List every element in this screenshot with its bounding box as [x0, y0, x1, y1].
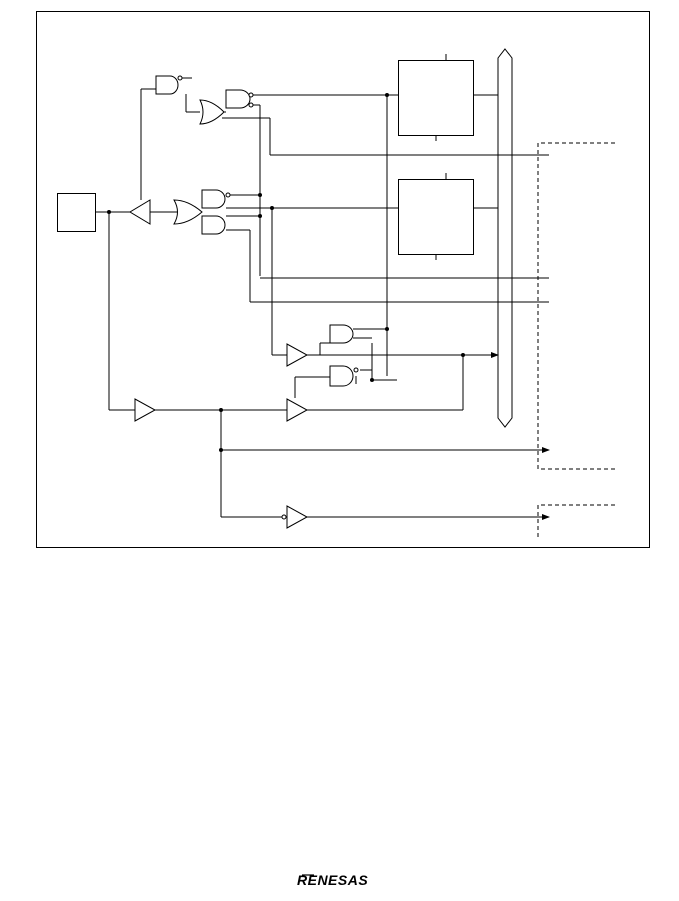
- data-register: [398, 54, 474, 141]
- nor-gate-top: [199, 99, 225, 125]
- junction-dots: [107, 93, 465, 452]
- nand-gate-top: [155, 75, 183, 95]
- nor-gate-middle: [173, 199, 203, 225]
- direction-register: [398, 173, 474, 260]
- logo-text: RENESAS: [297, 872, 368, 888]
- input-buffer: [134, 398, 157, 422]
- pin-box: [57, 193, 96, 232]
- tristate-buffer-read: [286, 343, 309, 367]
- wiring: [95, 77, 550, 520]
- and-gate-middle-lower: [201, 215, 226, 235]
- renesas-logo: RENESAS: [297, 872, 368, 888]
- output-buffer: [129, 199, 151, 225]
- and-gate-lower-upper: [329, 324, 354, 344]
- internal-data-bus: [497, 48, 513, 428]
- nand-gate-middle-upper: [201, 189, 231, 209]
- module-boundary-upper: [537, 142, 615, 470]
- inverter-lower: [281, 505, 309, 529]
- diagram-frame: [36, 11, 650, 548]
- tristate-buffer-pin-read: [286, 398, 309, 422]
- module-boundary-lower: [537, 504, 615, 540]
- nand-gate-upper-pair: [225, 89, 254, 109]
- and-gate-lower-lower: [329, 365, 359, 387]
